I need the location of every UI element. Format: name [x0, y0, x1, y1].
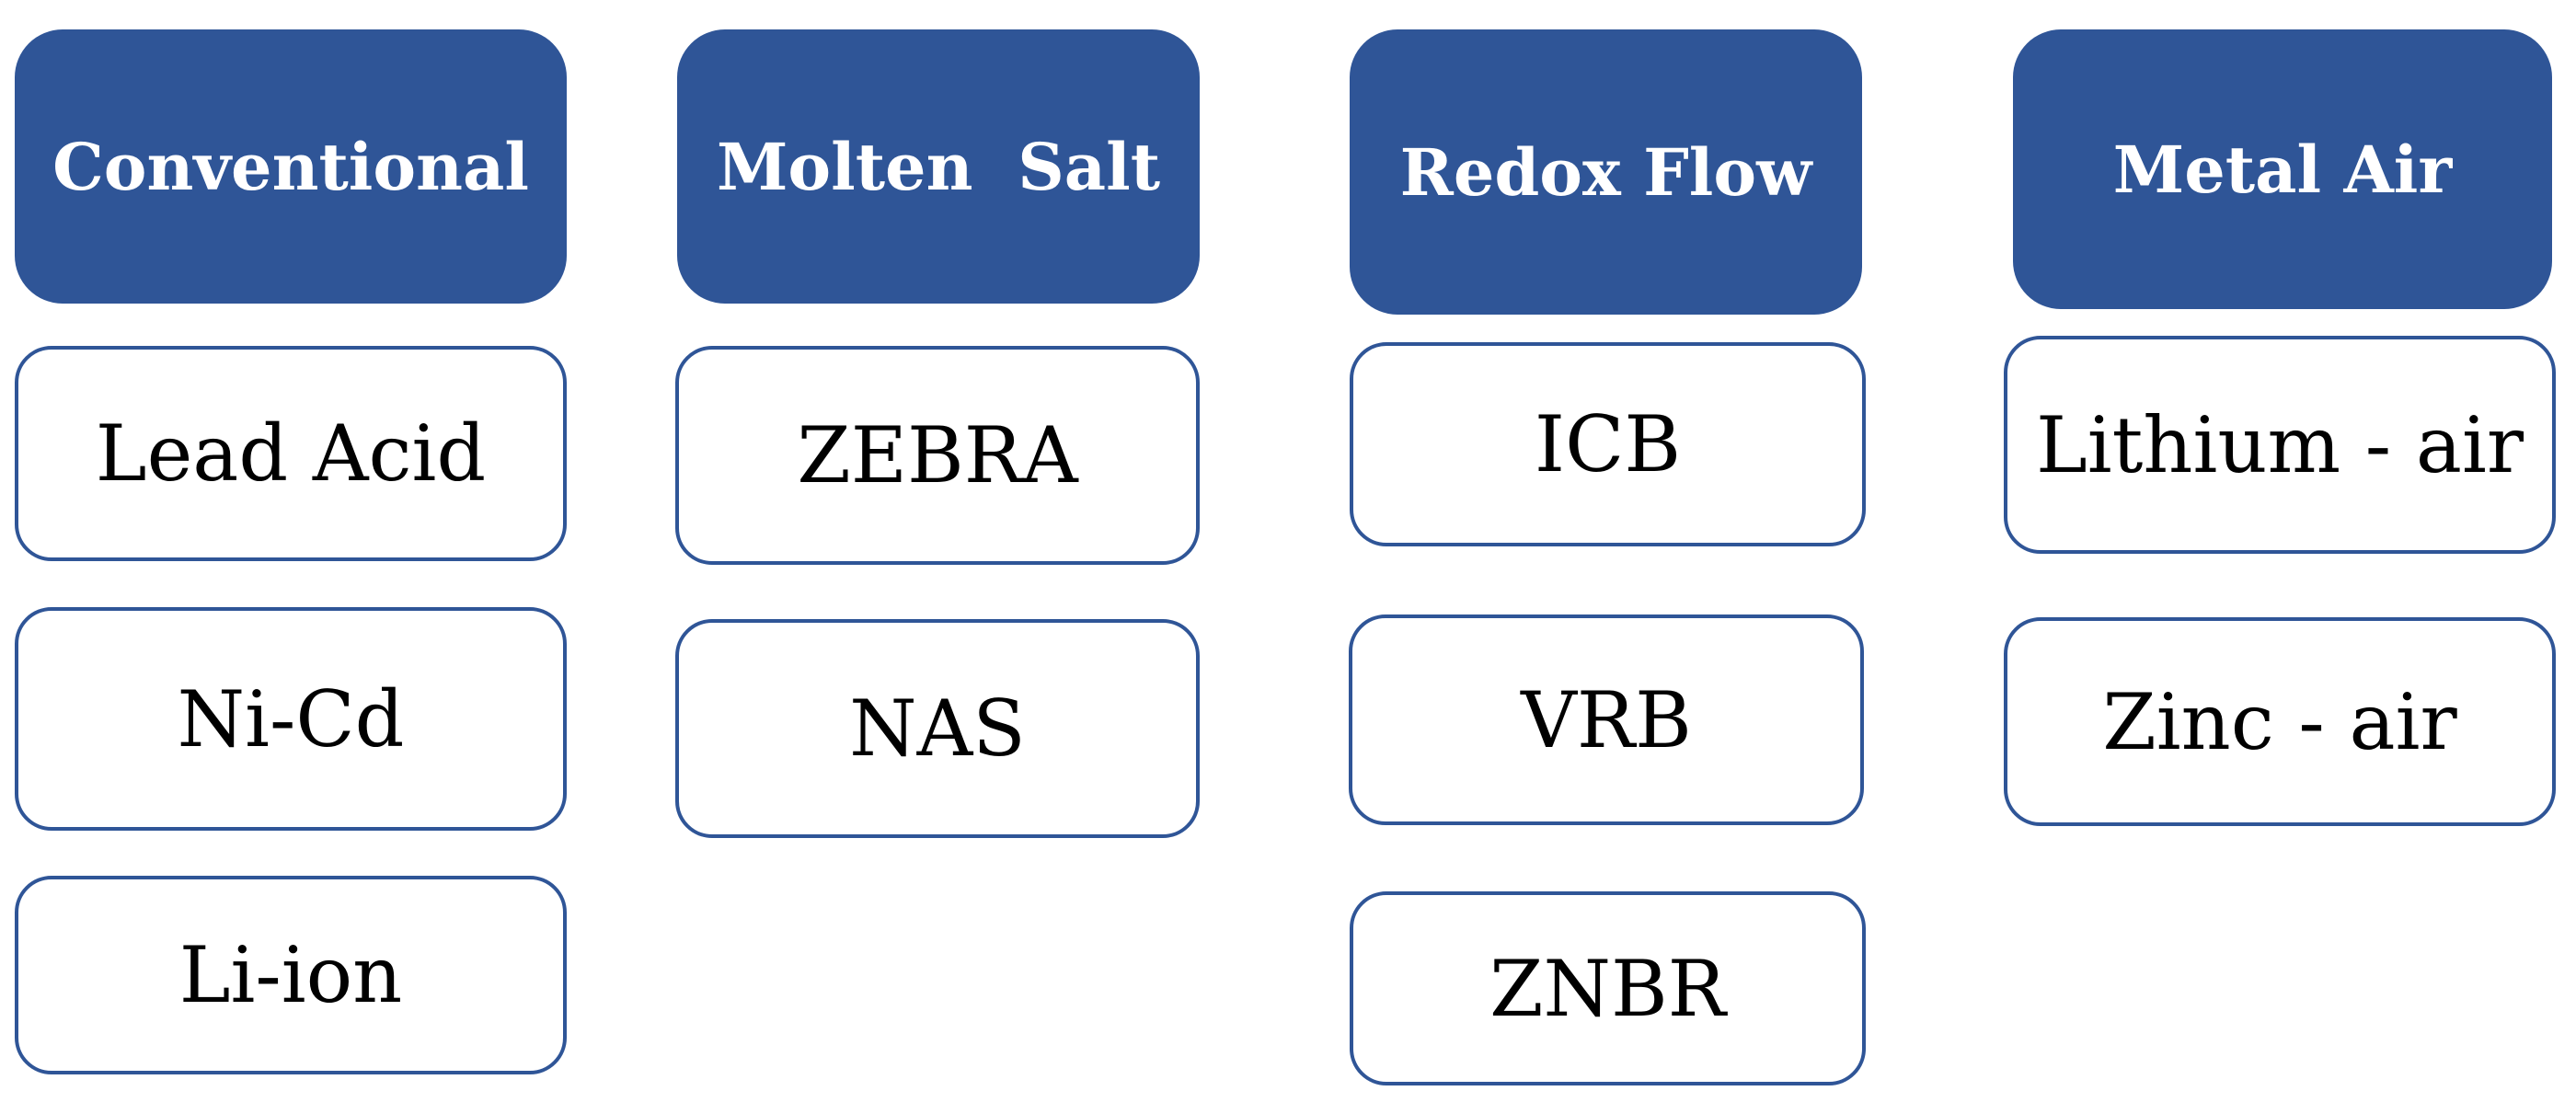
- category-header-conventional: Conventional: [15, 29, 567, 304]
- technology-box-lithium-air: Lithium - air: [2004, 336, 2556, 554]
- technology-box-zinc-air: Zinc - air: [2004, 617, 2556, 826]
- technology-box-lead-acid: Lead Acid: [15, 346, 567, 561]
- technology-box-icb: ICB: [1350, 342, 1866, 546]
- category-header-redox-flow: Redox Flow: [1350, 29, 1862, 315]
- category-header-metal-air: Metal Air: [2013, 29, 2552, 309]
- technology-box-ni-cd: Ni-Cd: [15, 607, 567, 831]
- technology-box-vrb: VRB: [1349, 614, 1864, 825]
- category-header-molten-salt: Molten Salt: [677, 29, 1200, 304]
- technology-box-zebra: ZEBRA: [675, 346, 1200, 565]
- technology-box-znbr: ZNBR: [1350, 891, 1866, 1085]
- technology-box-li-ion: Li-ion: [15, 876, 567, 1074]
- technology-box-nas: NAS: [675, 619, 1200, 838]
